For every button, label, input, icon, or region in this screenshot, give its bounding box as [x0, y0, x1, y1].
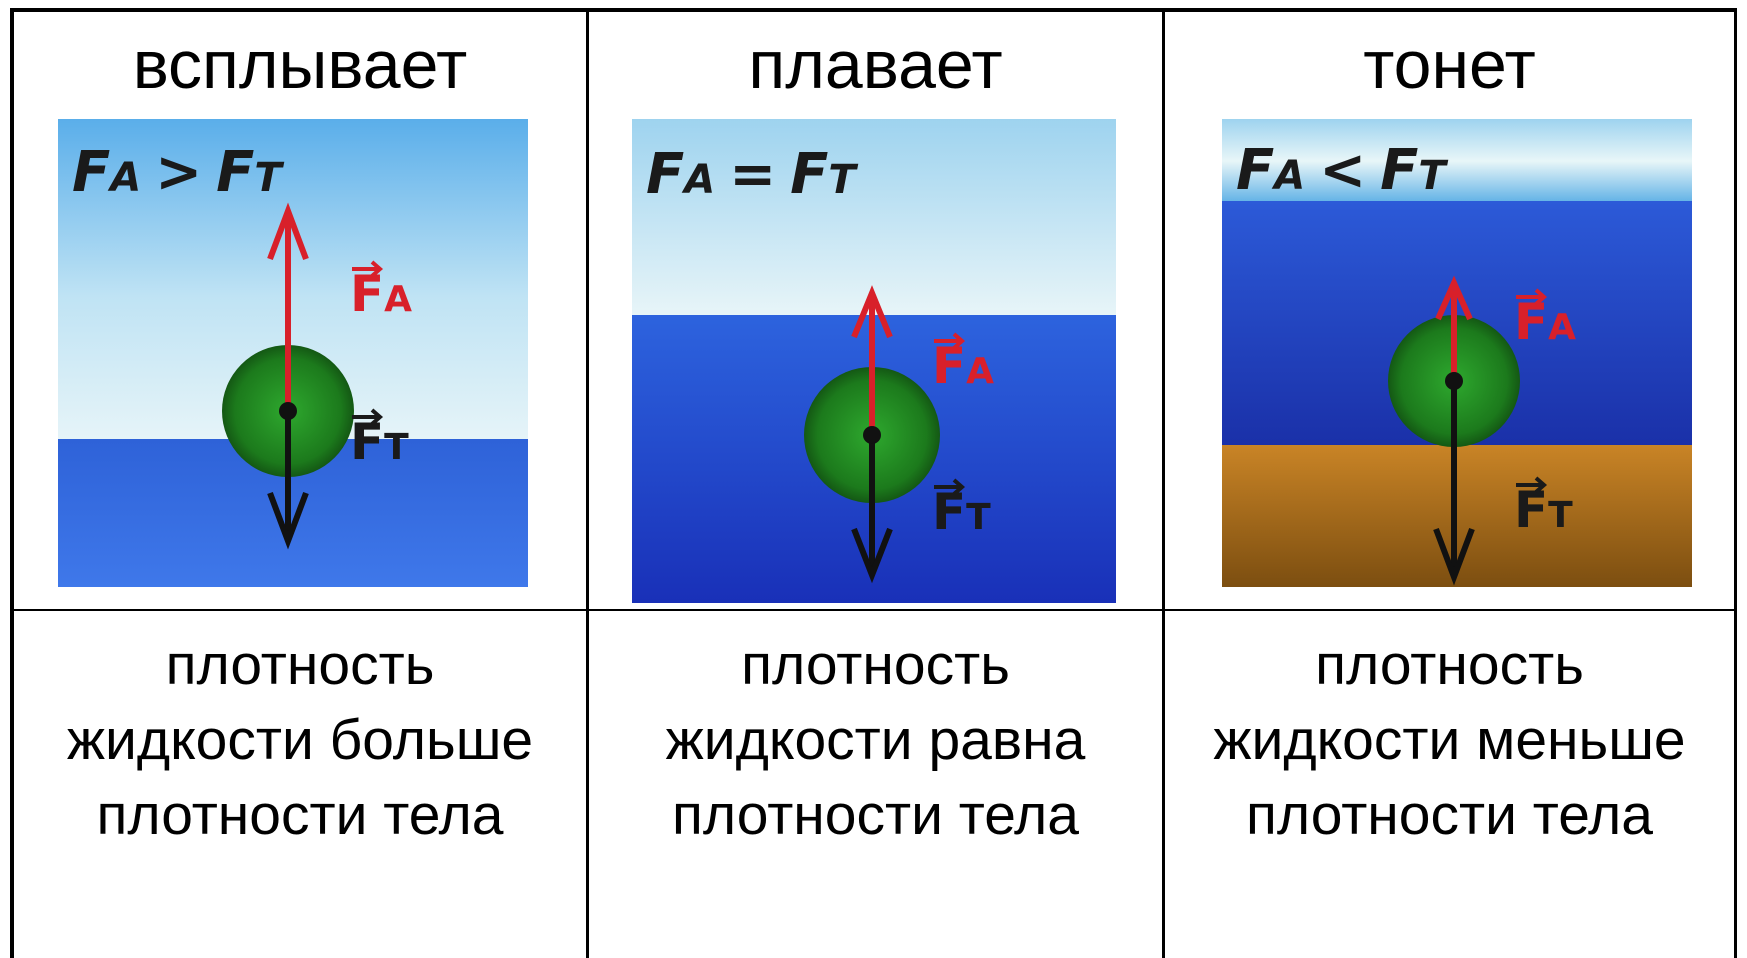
- column-title-floats: плавает: [748, 27, 1003, 103]
- column-desc-rises: плотность жидкости больше плотности тела: [14, 628, 586, 853]
- application-point: [279, 402, 297, 420]
- sky: [1222, 119, 1692, 203]
- desc-line: плотности тела: [1245, 783, 1653, 847]
- buoyant-force-label: FA: [932, 337, 994, 395]
- vector-mark: [934, 478, 966, 496]
- desc-line: плотности тела: [671, 783, 1079, 847]
- gravity-arrowhead: [1433, 527, 1475, 586]
- diagram-floats: FA=FT FA FT: [632, 119, 1116, 603]
- diagram-sinks-svg: FA<FT FA FT: [1222, 119, 1692, 587]
- comparison-table: [10, 8, 1737, 958]
- desc-line: плотность: [1315, 633, 1584, 697]
- column-title-rises: всплывает: [132, 27, 468, 103]
- desc-line: жидкости равна: [665, 708, 1086, 772]
- desc-line: плотность: [741, 633, 1010, 697]
- force-formula: FA=FT: [646, 142, 858, 207]
- desc-line: жидкости меньше: [1213, 708, 1686, 772]
- buoyant-force-label: FA: [350, 265, 412, 323]
- gravity-force-label: FT: [350, 413, 409, 471]
- application-point: [1445, 372, 1463, 390]
- gravity-force-label: FT: [932, 483, 991, 541]
- column-divider: [1162, 8, 1165, 958]
- vector-mark: [352, 260, 384, 278]
- sky: [632, 119, 1116, 317]
- gravity-arrowhead: [267, 491, 309, 550]
- desc-line: плотность: [165, 633, 435, 697]
- diagram-rises-svg: FA>FT FA FT: [58, 119, 528, 587]
- column-title-sinks: тонет: [1363, 27, 1536, 103]
- column-desc-floats: плотность жидкости равна плотности тела: [589, 628, 1162, 853]
- vector-mark: [352, 408, 384, 426]
- diagram-floats-svg: FA=FT FA FT: [632, 119, 1116, 603]
- buoyant-arrowhead: [851, 285, 893, 339]
- vector-mark: [1516, 288, 1548, 306]
- buoyant-arrowhead: [267, 202, 309, 261]
- desc-line: жидкости больше: [66, 708, 534, 772]
- diagram-rises: FA>FT FA FT: [58, 119, 528, 587]
- force-formula: FA<FT: [1236, 138, 1448, 203]
- vector-mark: [934, 332, 966, 350]
- diagram-sinks: FA<FT FA FT: [1222, 119, 1692, 587]
- buoyant-arrowhead: [1435, 275, 1473, 321]
- gravity-arrowhead: [851, 527, 893, 584]
- application-point: [863, 426, 881, 444]
- vector-mark: [1516, 476, 1548, 494]
- force-formula: FA>FT: [72, 140, 284, 205]
- column-desc-sinks: плотность жидкости меньше плотности тела: [1165, 628, 1734, 853]
- desc-line: плотности тела: [96, 783, 504, 847]
- column-divider: [586, 8, 589, 958]
- gravity-force-label: FT: [1514, 481, 1573, 539]
- buoyant-force-label: FA: [1514, 293, 1576, 351]
- row-divider: [10, 609, 1737, 611]
